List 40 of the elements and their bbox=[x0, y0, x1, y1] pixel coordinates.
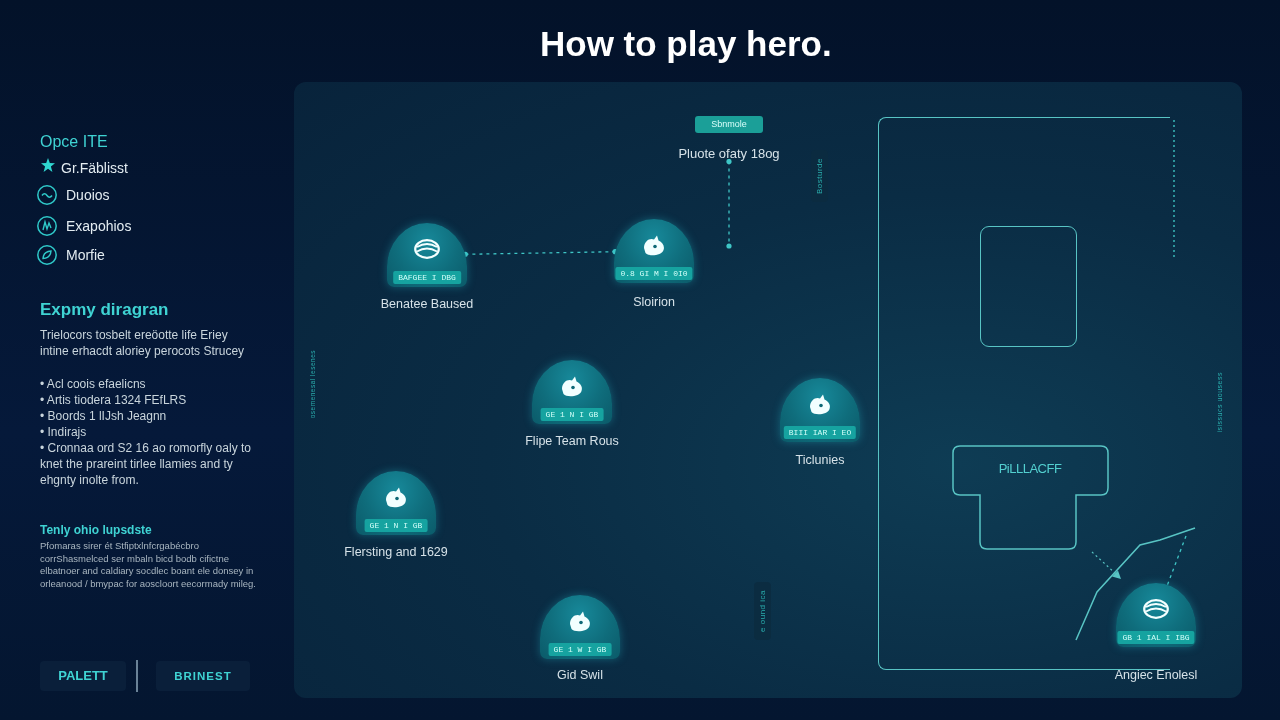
code-tag: 0.8 GI M I 0I0 bbox=[615, 267, 693, 280]
code-tag: GE 1 W I GB bbox=[548, 643, 612, 656]
node-caption: Gid Swil bbox=[557, 668, 603, 682]
sidebar-heading: Opce ITE bbox=[40, 133, 108, 151]
menu-item: Morfie bbox=[66, 247, 105, 263]
paragraph: Pfomaras sirer ét Stfiptxlnfcrgabécbro corrShasmelced ser mbaln bicd bodb cifictne elbatnoer and caldiary socdlec boant ele donsey in orleanood / bmypac for aoscloort eecormady mileg. bbox=[40, 540, 257, 590]
bullet-item: • Boords 1 lIJsh Jeagnn bbox=[40, 408, 168, 424]
title: How to play hero. bbox=[540, 24, 832, 64]
code-tag: GB 1 IAL I IBG bbox=[1117, 631, 1195, 644]
menu-item: Duoios bbox=[66, 187, 110, 203]
code-tag: GE 1 N I GB bbox=[364, 519, 428, 532]
node-caption: Flersting and 1629 bbox=[344, 545, 448, 559]
scroll-tag: Sbnmole bbox=[695, 116, 763, 133]
bullet-item: • Cronnaa ord S2 16 ao romorfly oaly to knet the prareint tirlee llamies and ty ehgnty inolte from. bbox=[40, 440, 252, 488]
bullet-item: • Acl coois efaelicns bbox=[40, 376, 147, 392]
tab-button: PALETT bbox=[40, 661, 126, 691]
node-caption: Pluote ofaty 18og bbox=[678, 146, 780, 161]
menu-item: Exapohios bbox=[66, 218, 132, 234]
paragraph: Trielocors tosbelt ereöotte life Eriey intine erhacdt aloriey perocots Strucey bbox=[40, 327, 246, 359]
dotted-connector bbox=[726, 158, 732, 249]
node-caption: Benatee Baused bbox=[380, 297, 474, 311]
node-caption: Ticlunies bbox=[795, 453, 845, 467]
vertical-caption: e ound ica bbox=[754, 582, 771, 640]
dotted-connector bbox=[1166, 535, 1187, 586]
menu-item: Gr.Fäblisst bbox=[61, 160, 128, 176]
bullet-item: • Artis tiodera 1324 FEfLRS bbox=[40, 392, 188, 408]
node-caption: Flipe Team Rous bbox=[525, 434, 619, 448]
dotted-connector bbox=[462, 249, 618, 257]
node-caption: Angiec Enolesl bbox=[1114, 668, 1198, 682]
tab-button: BRINEST bbox=[156, 661, 250, 691]
t-shaped-outline bbox=[951, 444, 1109, 550]
code-tag: BIII IAR I EO bbox=[783, 426, 857, 439]
bullet-item: • Indirajs bbox=[40, 424, 88, 440]
code-tag: GE 1 N I GB bbox=[540, 408, 604, 421]
empty-slot-outline bbox=[979, 225, 1077, 347]
section-heading: Tenly ohio lupsdste bbox=[40, 523, 152, 537]
section-heading: Expmy diragran bbox=[40, 300, 169, 320]
block-label: PiLLLACFF bbox=[998, 460, 1062, 476]
node-caption: Sloirion bbox=[633, 295, 675, 309]
code-tag: BAFGEE I DBG bbox=[393, 271, 461, 284]
